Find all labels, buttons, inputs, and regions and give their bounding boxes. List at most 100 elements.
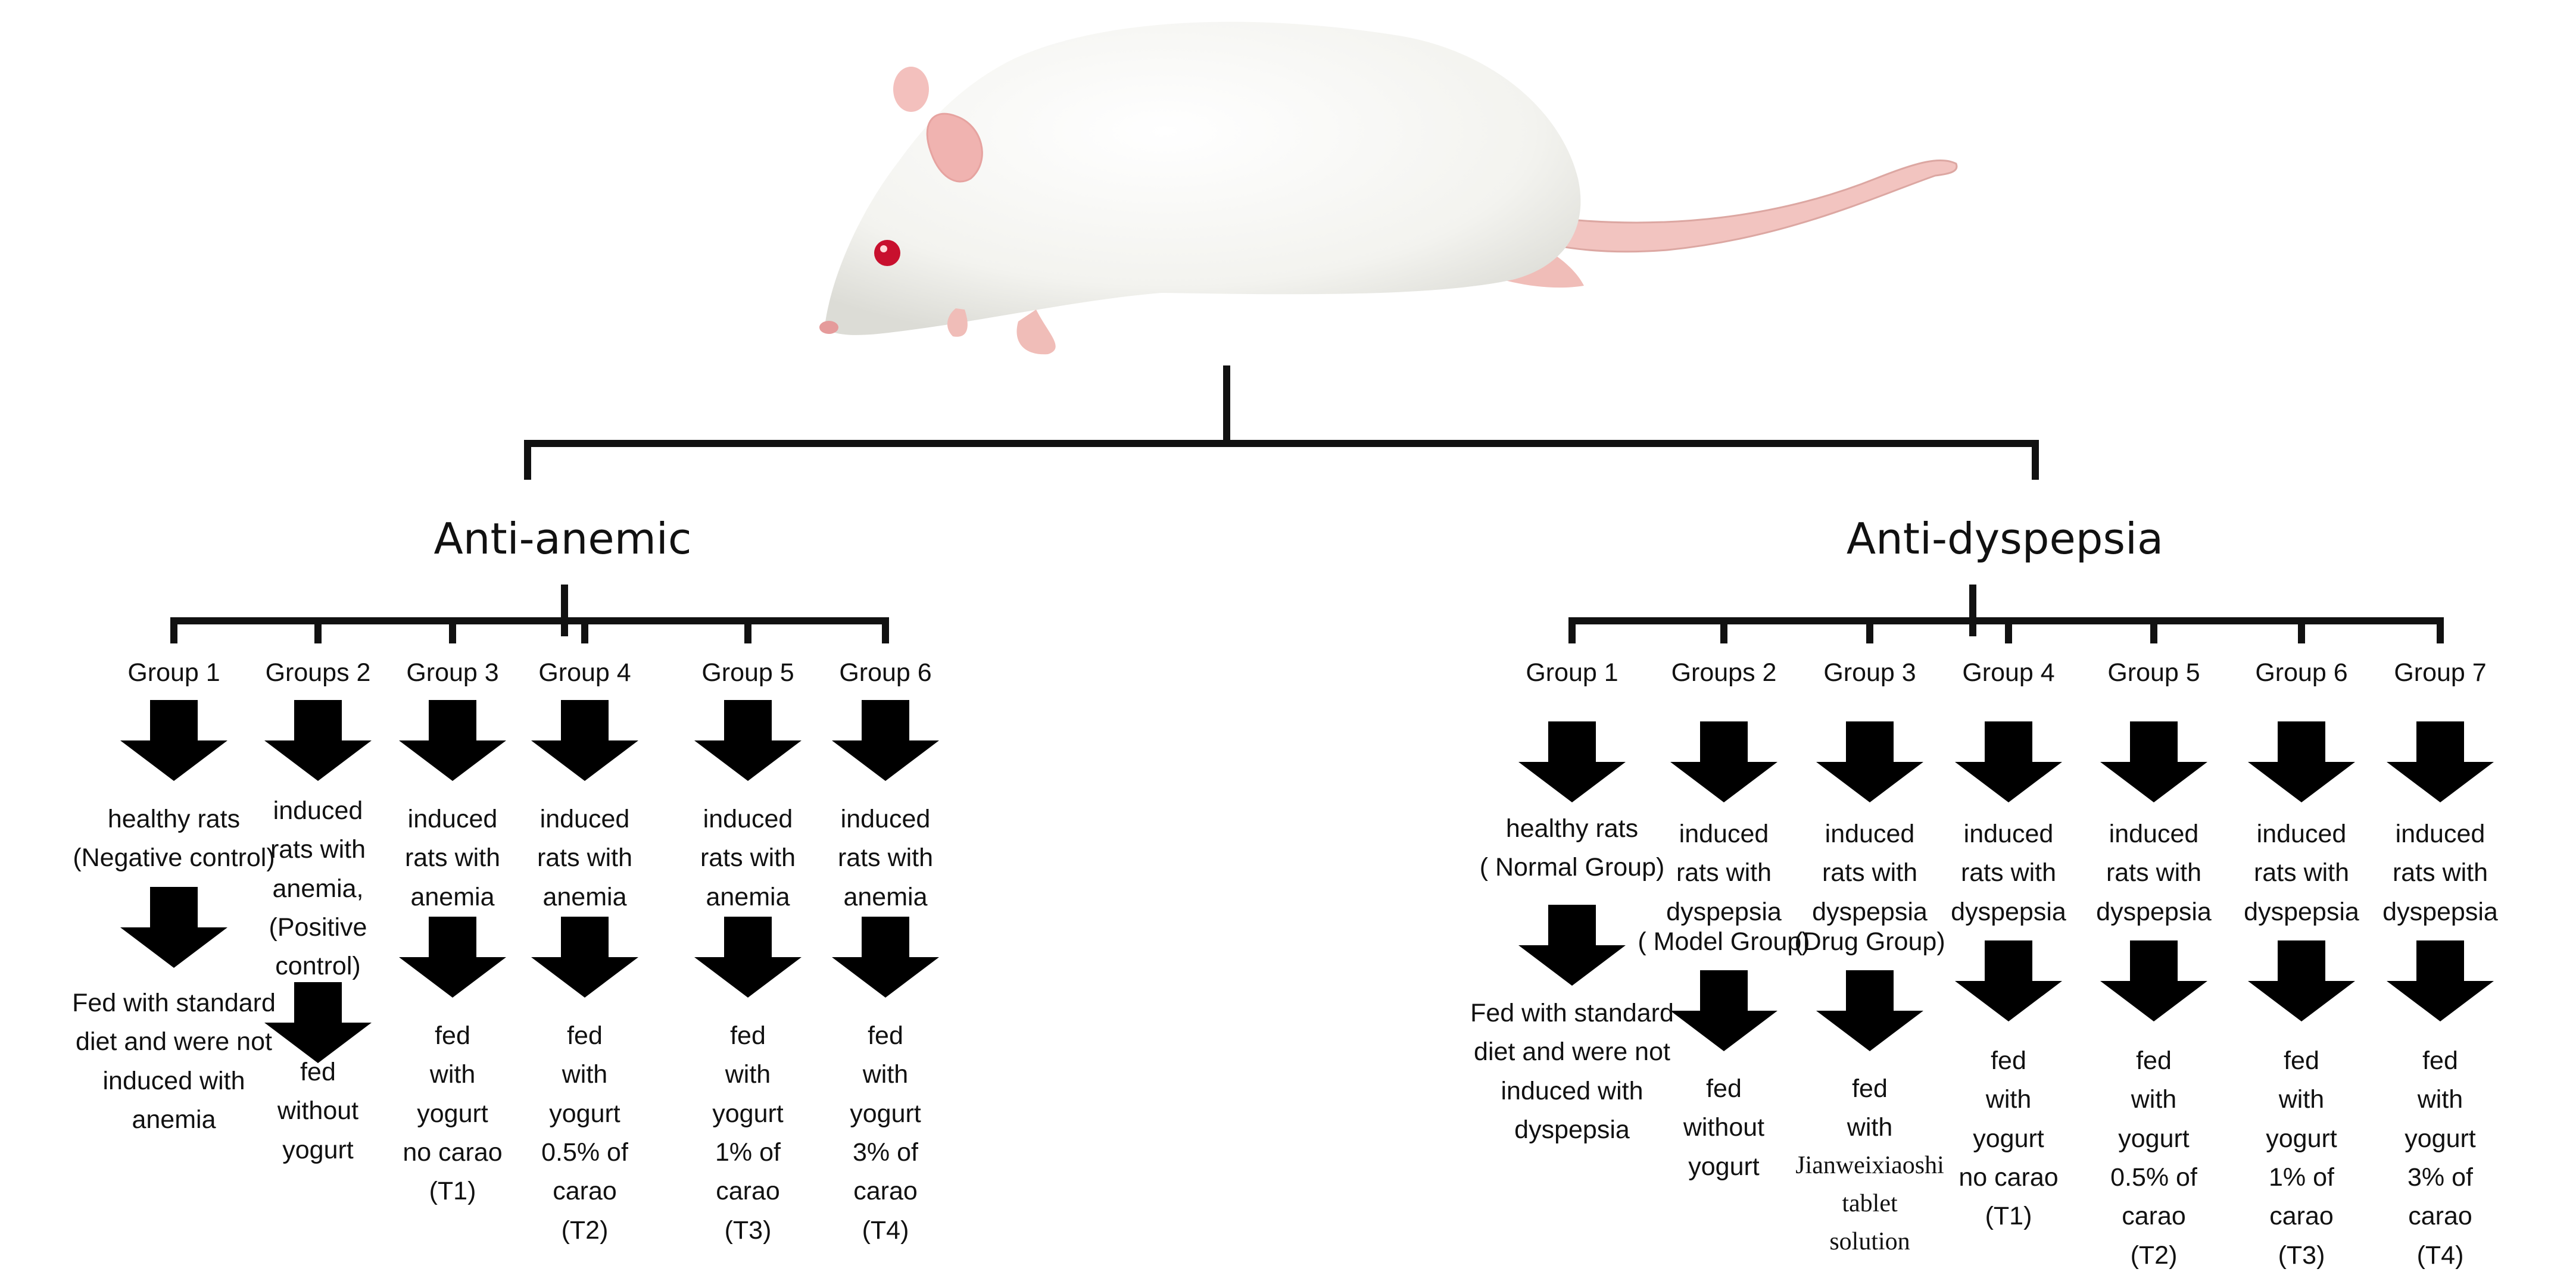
anemic-group-3-description-line: rats with bbox=[404, 843, 501, 873]
dyspepsia-group-6-treatment-line: with bbox=[2278, 1085, 2325, 1114]
anemic-group-4-treatment-line: (T2) bbox=[561, 1215, 609, 1245]
dyspepsia-group-7-description-line: rats with bbox=[2392, 858, 2488, 888]
dyspepsia-group-2-treatment-line: without bbox=[1683, 1113, 1765, 1142]
anemic-group-5-treatment-line: (T3) bbox=[724, 1215, 772, 1245]
dyspepsia-group-6-label: Group 6 bbox=[2255, 658, 2348, 687]
anemic-group-4-treatment-line: fed bbox=[567, 1021, 603, 1050]
anemic-group-5-treatment-line: with bbox=[725, 1060, 771, 1089]
dyspepsia-group-1-description: healthy rats( Normal Group) bbox=[1480, 810, 1665, 888]
anemic-group-6-treatment-line: yogurt bbox=[850, 1099, 921, 1128]
anemic-group-4-treatment-line: carao bbox=[553, 1177, 617, 1206]
rat-eye-shine bbox=[880, 245, 887, 252]
anemic-group-1-arrow-2 bbox=[120, 887, 227, 968]
anemic-group-3-description-line: induced bbox=[407, 805, 498, 833]
dyspepsia-group-2-treatment-line: fed bbox=[1706, 1074, 1742, 1103]
dyspepsia-group-2-arrow-1 bbox=[1670, 721, 1777, 802]
dyspepsia-group-5-arrow-1 bbox=[2100, 721, 2207, 802]
dyspepsia-group-6-treatment-line: fed bbox=[2284, 1046, 2319, 1075]
anemic-group-5-label: Group 5 bbox=[701, 658, 794, 687]
dyspepsia-group-3-arrow-2 bbox=[1816, 970, 1923, 1051]
anemic-group-3-label: Group 3 bbox=[406, 658, 499, 687]
dyspepsia-group-3-treatment-drug-line: solution bbox=[1829, 1227, 1910, 1255]
dyspepsia-group-4-label: Group 4 bbox=[1962, 658, 2055, 687]
dyspepsia-group-7-description-line: induced bbox=[2395, 820, 2485, 848]
dyspepsia-group-2-description-line: induced bbox=[1679, 820, 1769, 848]
anemic-group-3-treatment-line: fed bbox=[435, 1021, 470, 1050]
anemic-group-4-description: induced rats with anemia bbox=[537, 800, 632, 917]
anemic-group-1-treatment-line: anemia bbox=[132, 1105, 216, 1135]
dyspepsia-group-2-arrow-2 bbox=[1670, 970, 1777, 1051]
dyspepsia-group-4-treatment-line: with bbox=[1985, 1085, 2032, 1114]
dyspepsia-group-5-description-line: rats with bbox=[2106, 858, 2202, 888]
dyspepsia-group-5-treatment-line: carao bbox=[2122, 1202, 2186, 1231]
dyspepsia-group-4-treatment-line: yogurt bbox=[1973, 1124, 2044, 1153]
dyspepsia-group-2-description-line: rats with bbox=[1676, 858, 1772, 888]
dyspepsia-group-6-description-line: induced bbox=[2256, 820, 2347, 848]
dyspepsia-group-4-description-line: induced bbox=[1963, 820, 2054, 848]
anemic-group-4-treatment-line: with bbox=[562, 1060, 608, 1089]
anemic-group-1-treatment-line: diet and were not bbox=[76, 1027, 272, 1057]
anemic-group-5-treatment-line: carao bbox=[716, 1177, 780, 1206]
anemic-group-2-treatment-line: fed bbox=[300, 1058, 336, 1086]
rat-front-foot bbox=[1016, 310, 1056, 355]
dyspepsia-group-5-treatment-line: fed bbox=[2136, 1046, 2172, 1075]
dyspepsia-group-1-arrow-2 bbox=[1518, 905, 1626, 986]
dyspepsia-group-2-subgroup: ( Model Group) bbox=[1638, 927, 1810, 956]
anemic-group-4-arrow-1 bbox=[531, 700, 638, 781]
anemic-group-5-treatment-line: yogurt bbox=[712, 1099, 784, 1128]
anemic-group-2-description-line: rats with bbox=[270, 835, 366, 864]
anemic-group-5-arrow-2 bbox=[694, 917, 802, 998]
anemic-group-6-label: Group 6 bbox=[839, 658, 932, 687]
dyspepsia-group-3-description-line: dyspepsia bbox=[1812, 897, 1928, 926]
dyspepsia-group-1-treatment-line: diet and were not bbox=[1474, 1038, 1670, 1067]
anemic-group-4-treatment-line: yogurt bbox=[549, 1099, 620, 1128]
anemic-group-4-description-line: rats with bbox=[537, 843, 633, 873]
anemic-group-1-description: healthy rats(Negative control) bbox=[73, 800, 275, 878]
anemic-group-6-description-line: rats with bbox=[837, 843, 934, 873]
anemic-group-5-treatment-line: 1% of bbox=[715, 1138, 781, 1167]
anemic-group-4-description-line: anemia bbox=[542, 882, 627, 911]
anemic-group-5-description-line: rats with bbox=[700, 843, 796, 873]
anemic-group-6-treatment-line: with bbox=[862, 1060, 909, 1089]
dyspepsia-group-3-subgroup: (Drug Group) bbox=[1794, 927, 1945, 956]
dyspepsia-group-4-arrow-1 bbox=[1955, 721, 2062, 802]
dyspepsia-group-5-description-line: induced bbox=[2109, 820, 2199, 848]
dyspepsia-group-5-treatment-line: yogurt bbox=[2118, 1124, 2190, 1153]
rat-eye bbox=[874, 240, 900, 266]
anemic-group-4-treatment-line: 0.5% of bbox=[541, 1138, 628, 1167]
anemic-group-6-arrow-1 bbox=[832, 700, 939, 781]
dyspepsia-group-5-label: Group 5 bbox=[2107, 658, 2200, 687]
anemic-group-6-treatment-line: carao bbox=[853, 1177, 918, 1206]
anemic-group-1-label: Group 1 bbox=[127, 658, 220, 687]
dyspepsia-group-7-treatment-line: (T4) bbox=[2416, 1240, 2464, 1270]
anemic-group-1-description-line: (Negative control) bbox=[73, 843, 275, 873]
anemic-group-4-description-line: induced bbox=[539, 805, 630, 833]
anemic-group-4-arrow-2 bbox=[531, 917, 638, 998]
connector-lines bbox=[170, 365, 2444, 643]
dyspepsia-group-4-treatment-line: no carao bbox=[1958, 1163, 2059, 1192]
branch-title-anti-dyspepsia: Anti-dyspepsia bbox=[1846, 514, 2164, 564]
dyspepsia-group-6-arrow-1 bbox=[2248, 721, 2355, 802]
anemic-group-2-description-line: anemia, bbox=[272, 874, 364, 903]
dyspepsia-group-7-label: Group 7 bbox=[2394, 658, 2487, 687]
dyspepsia-group-3-arrow-1 bbox=[1816, 721, 1923, 802]
dyspepsia-group-5-treatment-line: with bbox=[2131, 1085, 2177, 1114]
dyspepsia-group-7-arrow-2 bbox=[2387, 940, 2494, 1021]
dyspepsia-group-3-description-line: rats with bbox=[1822, 858, 1918, 888]
anemic-group-1-treatment-line: induced with bbox=[102, 1066, 245, 1095]
anemic-group-6-treatment-line: (T4) bbox=[862, 1215, 909, 1245]
anemic-group-1-arrow-1 bbox=[120, 700, 227, 781]
rat-ear bbox=[926, 112, 983, 183]
